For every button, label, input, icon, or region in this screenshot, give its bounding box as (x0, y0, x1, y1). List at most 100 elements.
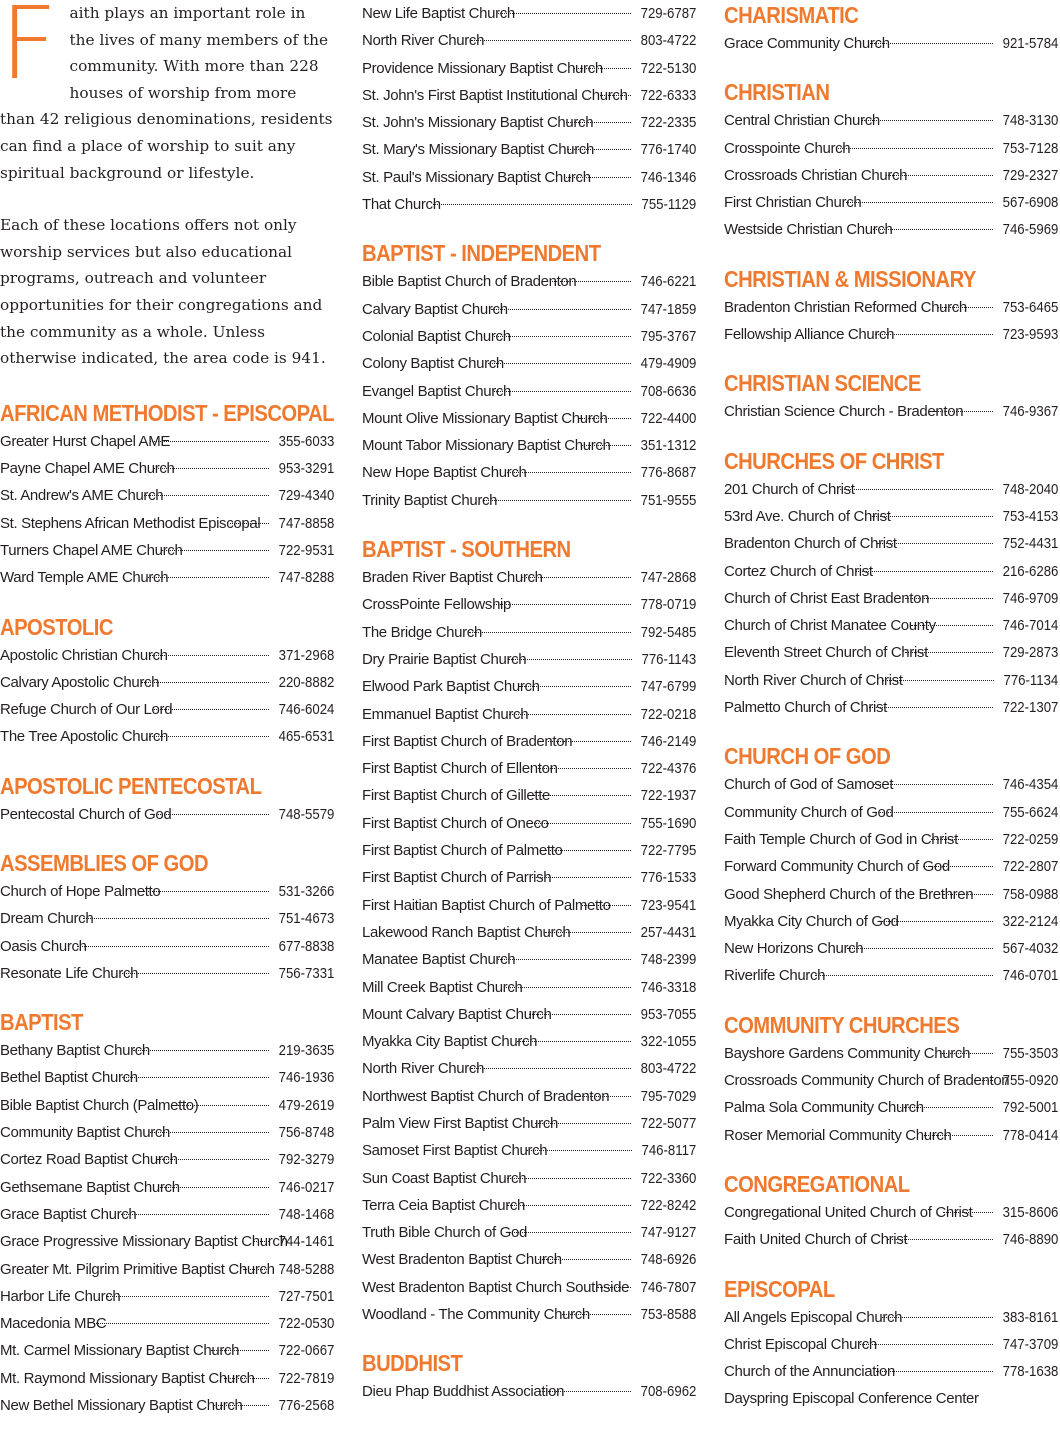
dot-leader (840, 488, 993, 490)
dot-leader (160, 549, 269, 551)
entry-name: Palma Sola Community Church (724, 1099, 924, 1117)
dot-leader (432, 204, 632, 206)
entry-name: First Baptist Church of Ellenton (362, 760, 558, 778)
dot-leader (885, 174, 993, 176)
dot-leader (923, 1134, 993, 1136)
entry-phone: 776-1143 (641, 650, 696, 668)
dot-leader (508, 1232, 631, 1234)
intro-paragraph-2: Each of these locations offers not only … (0, 216, 326, 368)
entry-phone: 371-2968 (278, 646, 334, 664)
entry-name: Bible Baptist Church of Bradenton (362, 273, 577, 291)
entry-phone: 748-5288 (278, 1260, 334, 1278)
entry-name: Colony Baptist Church (362, 355, 504, 373)
dot-leader (539, 850, 631, 852)
entry-name: New Hope Baptist Church (362, 464, 527, 482)
entry-phone: 722-0530 (278, 1315, 334, 1333)
section-heading: BAPTIST - INDEPENDENT (362, 240, 601, 267)
entry-name: West Bradenton Baptist Church (362, 1251, 562, 1269)
dot-leader (507, 472, 631, 474)
dot-leader (470, 1068, 631, 1070)
section-heading: CHRISTIAN (724, 79, 830, 106)
entry-phone: 747-8858 (278, 514, 334, 532)
dot-leader (530, 877, 631, 879)
dot-leader (175, 1104, 269, 1106)
dot-leader (213, 1405, 269, 1407)
entry-phone: 722-7819 (278, 1369, 334, 1387)
entry-phone: 778-0414 (1002, 1126, 1058, 1144)
entry-name: St. Stephens African Methodist Episcopal (0, 514, 261, 532)
entry-name: Lakewood Ranch Baptist Church (362, 923, 571, 941)
entry-phone: 677-8838 (278, 937, 334, 955)
dot-leader (939, 1052, 993, 1054)
entry-phone: 756-8748 (278, 1124, 334, 1142)
dot-leader (482, 499, 631, 501)
entry-name: Apostolic Christian Church (0, 646, 168, 664)
entry-phone: 795-7029 (640, 1087, 696, 1105)
dot-leader (876, 543, 993, 545)
dot-leader (497, 13, 631, 14)
entry-name: Church of Hope Palmetto (0, 882, 161, 900)
dot-leader (910, 625, 993, 627)
dot-leader (150, 440, 269, 442)
entry-phone: 322-2124 (1002, 912, 1058, 930)
section-heading: CHARISMATIC (724, 2, 859, 28)
entry-phone: 748-3130 (1002, 112, 1058, 130)
entry-name: Church of Christ East Bradenton (724, 589, 930, 607)
entry-phone: 748-5579 (278, 805, 334, 823)
entry-name: New Bethel Missionary Baptist Church (0, 1397, 243, 1415)
dot-leader (491, 308, 631, 310)
entry-phone: 351-1312 (640, 437, 696, 455)
entry-name: St. Andrew's AME Church (0, 487, 164, 505)
dot-leader (507, 1177, 631, 1179)
entry-name: New Life Baptist Church (362, 5, 515, 22)
entry-phone: 747-8288 (278, 569, 334, 587)
entry-phone: 383-8161 (1002, 1308, 1058, 1326)
dot-leader (153, 468, 269, 470)
entry-name: Mt. Raymond Missionary Baptist Church (0, 1369, 255, 1387)
entry-name: New Horizons Church (724, 940, 864, 958)
entry-name: Truth Bible Church of God (362, 1224, 527, 1242)
entry-phone: 746-7807 (640, 1278, 696, 1296)
dot-leader (148, 654, 269, 656)
entry-phone: 747-2868 (640, 569, 696, 587)
dot-leader (581, 904, 631, 906)
entry-phone: 746-1936 (278, 1069, 334, 1087)
dot-leader (506, 1204, 631, 1206)
entry-phone: 465-6531 (278, 728, 334, 746)
entry-phone: 722-2335 (640, 114, 696, 132)
entry-name: Bayshore Gardens Community Church (724, 1044, 971, 1062)
